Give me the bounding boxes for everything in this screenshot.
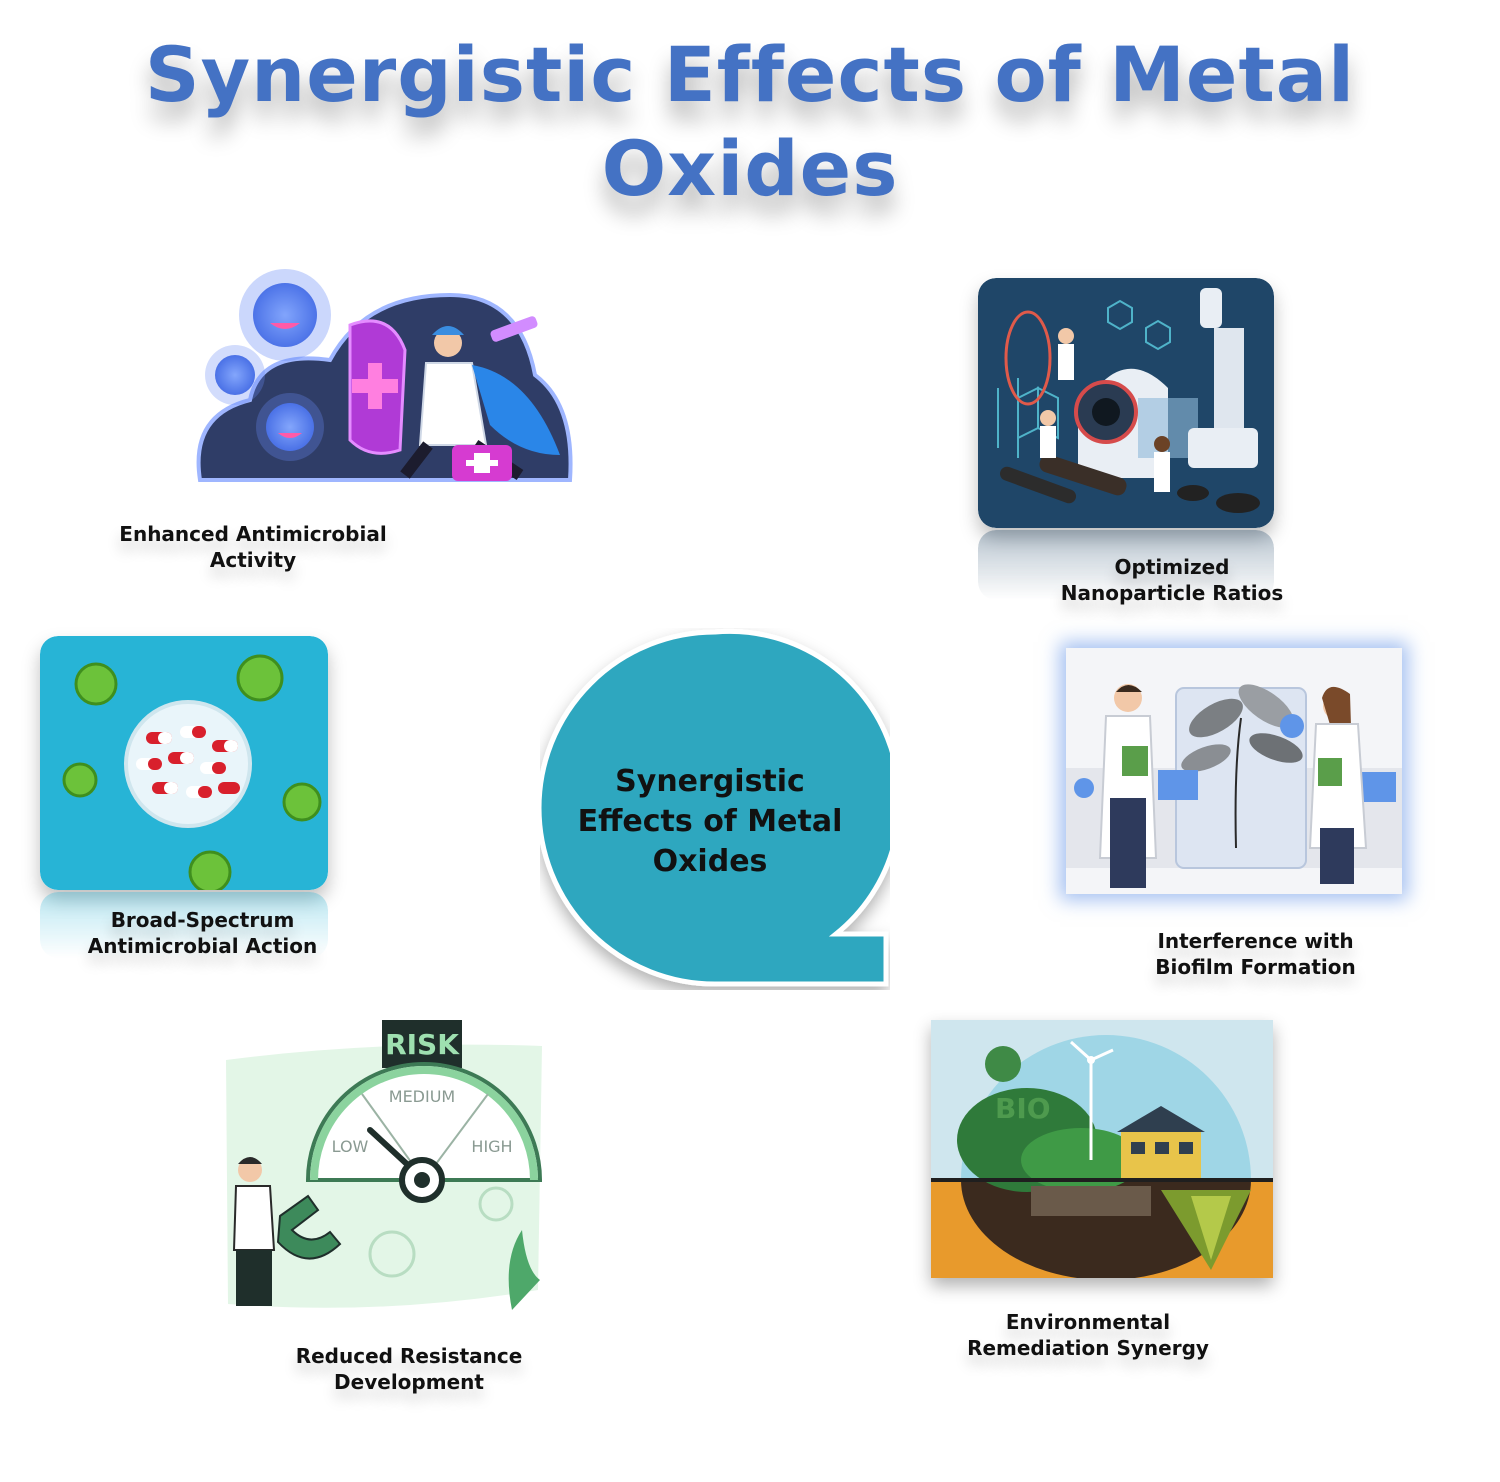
broad-spectrum-illustration xyxy=(40,636,328,890)
remediation-illustration: BIO xyxy=(931,1020,1273,1278)
item-label-resistance: Reduced Resistance Development xyxy=(295,1344,523,1394)
resistance-illustration: RISK MEDIUM LOW HIGH xyxy=(222,1020,544,1310)
capsules-virus-icon xyxy=(40,636,328,890)
risk-header-text: RISK xyxy=(385,1028,460,1061)
center-hub-shape xyxy=(540,628,890,987)
risk-high-text: HIGH xyxy=(471,1137,512,1156)
eco-city-cross-section-icon: BIO xyxy=(931,1020,1273,1278)
center-hub-text: Synergistic Effects of Metal Oxides xyxy=(577,764,843,879)
item-label-biofilm: Interference with Biofilm Formation xyxy=(1155,929,1356,979)
risk-low-text: LOW xyxy=(332,1137,369,1156)
broad-spectrum-reflection xyxy=(40,892,328,958)
antimicrobial-activity-illustration xyxy=(190,255,580,490)
nanoparticle-reflection xyxy=(978,530,1274,600)
risk-gauge-icon: RISK MEDIUM LOW HIGH xyxy=(226,1020,543,1310)
page-title: Synergistic Effects of Metal Oxides xyxy=(144,30,1356,213)
bio-logo-text: BIO xyxy=(995,1092,1051,1125)
nanoparticle-lab-icon xyxy=(978,278,1274,528)
item-label-broad-spectrum: Broad-Spectrum Antimicrobial Action xyxy=(87,908,318,958)
item-label-remediation: Environmental Remediation Synergy xyxy=(967,1310,1209,1360)
biofilm-illustration xyxy=(1066,648,1402,894)
item-label-nanoparticle-ratios: Optimized Nanoparticle Ratios xyxy=(1060,555,1284,605)
item-label-antimicrobial-activity: Enhanced Antimicrobial Activity xyxy=(119,522,387,572)
risk-medium-text: MEDIUM xyxy=(389,1087,455,1106)
scientists-plant-icon xyxy=(1066,648,1402,894)
scientist-shield-virus-icon xyxy=(196,269,573,482)
nanoparticle-ratios-illustration xyxy=(978,278,1274,528)
